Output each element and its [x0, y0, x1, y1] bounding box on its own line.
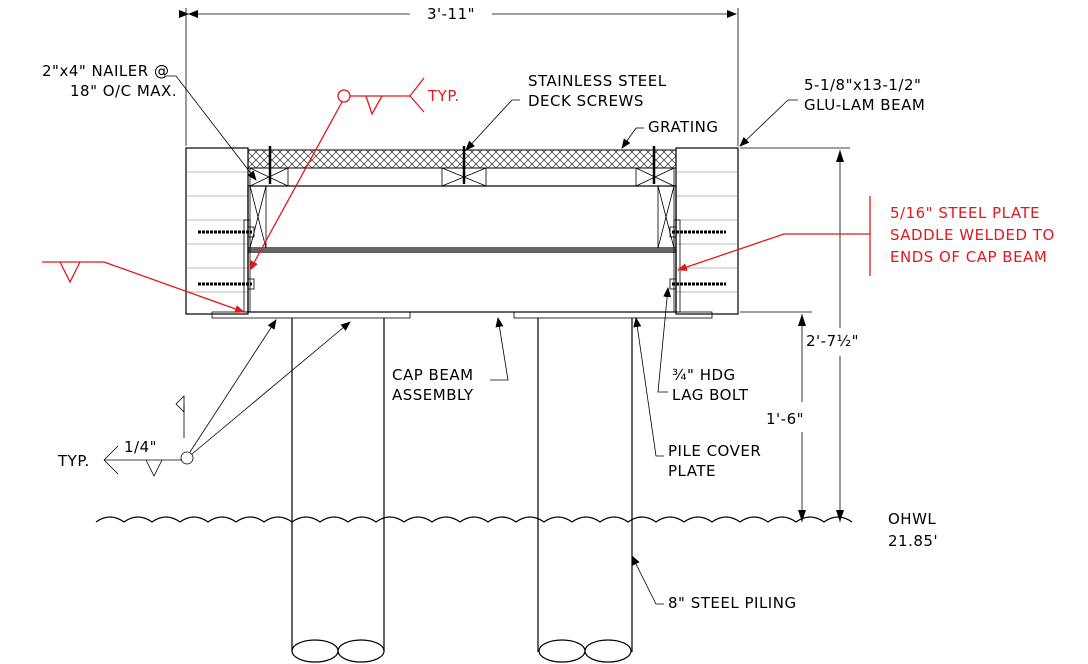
weld-symbol-bottom: TYP. 1/4" — [57, 319, 351, 477]
weld-size-label: 1/4" — [124, 438, 157, 456]
ohwl-label-line1: OHWL — [888, 510, 936, 528]
grating-label: GRATING — [648, 118, 718, 136]
steel-pile-left — [291, 318, 385, 663]
ohwl-callout: OHWL 21.85' — [888, 510, 938, 550]
grating-callout: GRATING — [621, 118, 718, 149]
lag-label-line2: LAG BOLT — [672, 386, 749, 404]
pile-cover-label-line1: PILE COVER — [668, 442, 761, 460]
height-dimensions: 2'-7½" 1'-6" — [740, 147, 859, 522]
grating — [247, 149, 677, 169]
height-to-ohwl-label: 1'-6" — [766, 410, 804, 428]
typ-bottom-label: TYP. — [57, 452, 90, 470]
cap-beam-assembly — [211, 185, 713, 319]
pile-cover-label-line2: PLATE — [668, 462, 716, 480]
nailer-label-line2: 18" O/C MAX. — [70, 82, 177, 100]
overall-width-dimension: 3'-11" — [179, 5, 739, 146]
capbeam-label-line1: CAP BEAM — [392, 366, 474, 384]
lag-bolts — [198, 226, 726, 290]
piling-label: 8" STEEL PILING — [668, 594, 797, 612]
deck-screws — [268, 146, 656, 184]
steel-plate-callout-red: 5/16" STEEL PLATE SADDLE WELDED TO ENDS … — [677, 196, 1055, 276]
lag-label-line1: ¾" HDG — [672, 366, 736, 384]
total-height-label: 2'-7½" — [806, 332, 859, 350]
piling-callout: 8" STEEL PILING — [631, 555, 797, 612]
nailers — [249, 167, 675, 249]
weld-symbol-left-red — [42, 261, 245, 313]
pile-cover-callout: PILE COVER PLATE — [633, 317, 761, 480]
weld-symbol-top-red: TYP. — [249, 77, 460, 271]
glulam-beam-left — [185, 147, 249, 315]
plate-label-line2: SADDLE WELDED TO — [890, 226, 1055, 244]
screws-label-line2: DECK SCREWS — [528, 92, 644, 110]
screws-callout: STAINLESS STEEL DECK SCREWS — [465, 72, 667, 151]
overall-width-label: 3'-11" — [427, 5, 475, 23]
ohwl-label-line2: 21.85' — [888, 532, 938, 550]
plate-label-line3: ENDS OF CAP BEAM — [890, 248, 1047, 266]
lag-bolt-callout: ¾" HDG LAG BOLT — [657, 287, 749, 404]
glulam-callout: 5-1/8"x13-1/2" GLU-LAM BEAM — [739, 76, 925, 147]
nailer-callout: 2"x4" NAILER @ 18" O/C MAX. — [42, 62, 257, 181]
water-line — [95, 516, 853, 523]
plate-label-line1: 5/16" STEEL PLATE — [890, 204, 1040, 222]
screws-label-line1: STAINLESS STEEL — [528, 72, 667, 90]
steel-pile-right — [537, 318, 633, 663]
typ-top-label: TYP. — [427, 87, 460, 105]
glulam-label-line1: 5-1/8"x13-1/2" — [804, 76, 921, 94]
glulam-label-line2: GLU-LAM BEAM — [804, 96, 925, 114]
nailer-label-line1: 2"x4" NAILER @ — [42, 62, 169, 80]
capbeam-label-line2: ASSEMBLY — [392, 386, 474, 404]
cap-beam-callout: CAP BEAM ASSEMBLY — [392, 317, 509, 404]
